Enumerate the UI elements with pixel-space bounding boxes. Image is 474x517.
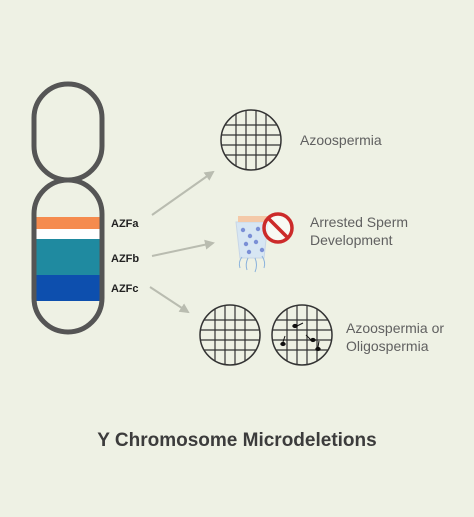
band-azfa (34, 217, 102, 229)
band-gap (34, 229, 102, 239)
empty-grid-icon-2 (199, 304, 261, 366)
arrow-arrested (151, 239, 215, 257)
chromosome-upper-arm (31, 81, 105, 183)
arrow-oligospermia (149, 286, 190, 314)
chromosome-lower-arm (31, 177, 105, 335)
sperm-grid-icon (271, 304, 333, 366)
outcome-azoospermia: Azoospermia (300, 131, 382, 149)
arrows (149, 170, 215, 314)
outcome-arrested: Arrested Sperm Development (310, 213, 408, 249)
y-chromosome (31, 81, 105, 335)
prohibited-icon (262, 212, 294, 244)
outcome-3-line1: Azoospermia or (346, 320, 445, 336)
arrow-azoospermia (151, 170, 215, 216)
empty-grid-icon (220, 109, 282, 171)
outcome-oligospermia: Azoospermia or Oligospermia (346, 319, 444, 355)
azfc-label: AZFc (111, 283, 139, 295)
azfb-label: AZFb (111, 253, 140, 265)
band-azfb (34, 239, 102, 275)
diagram-title: Y Chromosome Microdeletions (97, 430, 377, 451)
outcome-1-line1: Azoospermia (300, 132, 382, 148)
outcome-3-line2: Oligospermia (346, 338, 429, 354)
outcome-2-line2: Development (310, 232, 393, 248)
sperm-cells-icon (235, 216, 269, 273)
band-azfc (34, 275, 102, 301)
azfa-label: AZFa (111, 218, 139, 230)
azf-bands (34, 217, 102, 301)
outcome-2-line1: Arrested Sperm (310, 214, 409, 230)
